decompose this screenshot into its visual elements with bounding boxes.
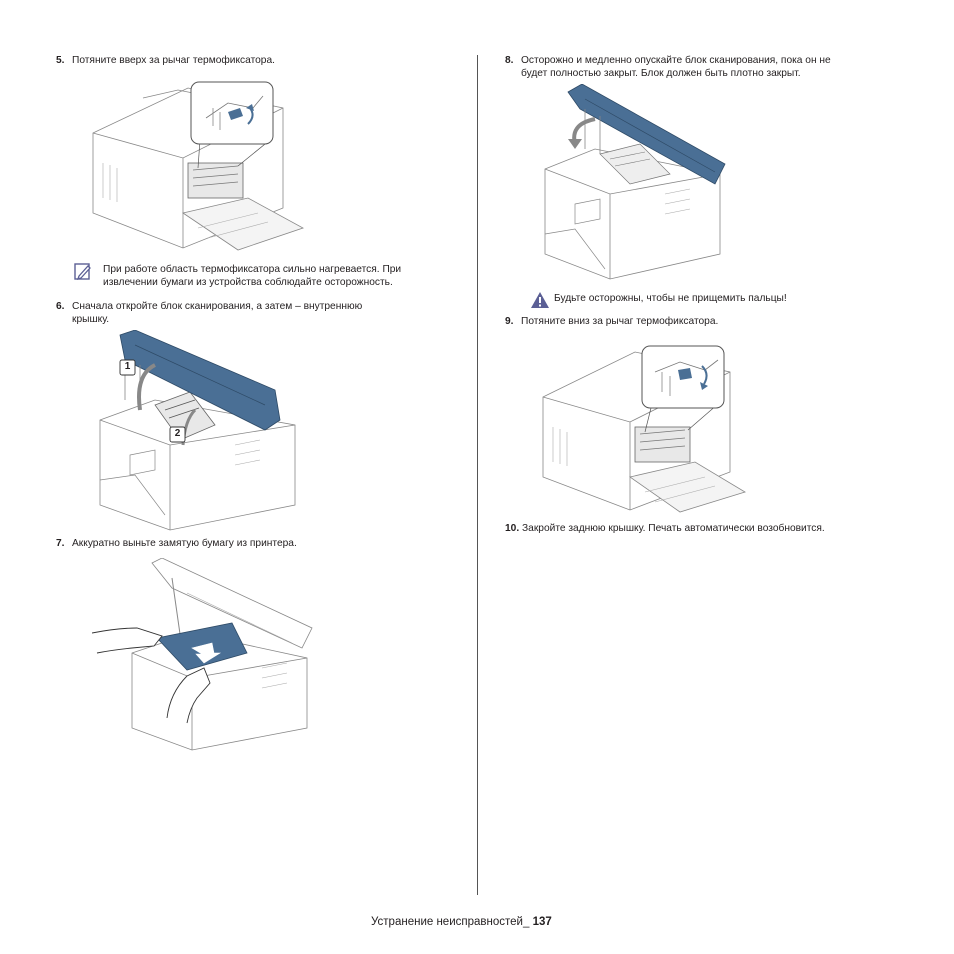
- step-text-line-1: Осторожно и медленно опускайте блок скан…: [521, 55, 831, 66]
- warning-text: Будьте осторожны, чтобы не прищемить пал…: [554, 293, 787, 304]
- footer-section: Устранение неисправностей_: [371, 916, 530, 928]
- step-text: Закройте заднюю крышку. Печать автоматич…: [522, 523, 825, 534]
- step-text-line-2: крышку.: [72, 313, 110, 325]
- printer-fuser-lever-down-illustration: [540, 342, 750, 514]
- step-number: 9.: [505, 316, 514, 327]
- step-number: 10.: [505, 523, 520, 534]
- note-line-1: При работе область термофиксатора сильно…: [103, 264, 402, 275]
- printer-remove-paper-illustration: [92, 558, 322, 753]
- step-text: Аккуратно выньте замятую бумагу из принт…: [72, 538, 297, 549]
- note-pencil-icon: [74, 263, 92, 286]
- page-number: 137: [532, 916, 552, 928]
- step-text: Потяните вниз за рычаг термофиксатора.: [521, 316, 719, 327]
- step-number: 8.: [505, 55, 514, 66]
- step-8: 8. Осторожно и медленно опускайте блок ск…: [505, 55, 831, 80]
- warning-triangle-icon: [531, 292, 549, 313]
- step-number: 6.: [56, 301, 65, 312]
- callout-1: 1: [124, 361, 131, 372]
- printer-fuser-lever-up-illustration: [88, 78, 313, 253]
- step-7: 7. Аккуратно выньте замятую бумагу из при…: [56, 538, 297, 551]
- step-10: 10. Закройте заднюю крышку. Печать автом…: [505, 523, 825, 536]
- step-text-line-2: будет полностью закрыт. Блок должен быть…: [521, 67, 801, 79]
- step-5: 5. Потяните вверх за рычаг термофиксатора…: [56, 55, 275, 68]
- note-text: При работе область термофиксатора сильно…: [103, 264, 401, 289]
- printer-open-scanner-illustration: [95, 330, 310, 535]
- callout-2: 2: [174, 428, 181, 439]
- note-line-2: извлечении бумаги из устройства соблюдай…: [103, 276, 393, 288]
- step-number: 7.: [56, 538, 65, 549]
- column-divider: [477, 55, 478, 895]
- step-number: 5.: [56, 55, 65, 66]
- step-6: 6. Сначала откройте блок сканирования, а …: [56, 301, 362, 326]
- step-text: Потяните вверх за рычаг термофиксатора.: [72, 55, 275, 66]
- step-text-line-1: Сначала откройте блок сканирования, а за…: [72, 301, 363, 312]
- page-footer: Устранение неисправностей_ 137: [371, 916, 552, 928]
- step-9: 9. Потяните вниз за рычаг термофиксатора.: [505, 316, 718, 329]
- printer-close-scanner-illustration: [540, 84, 735, 284]
